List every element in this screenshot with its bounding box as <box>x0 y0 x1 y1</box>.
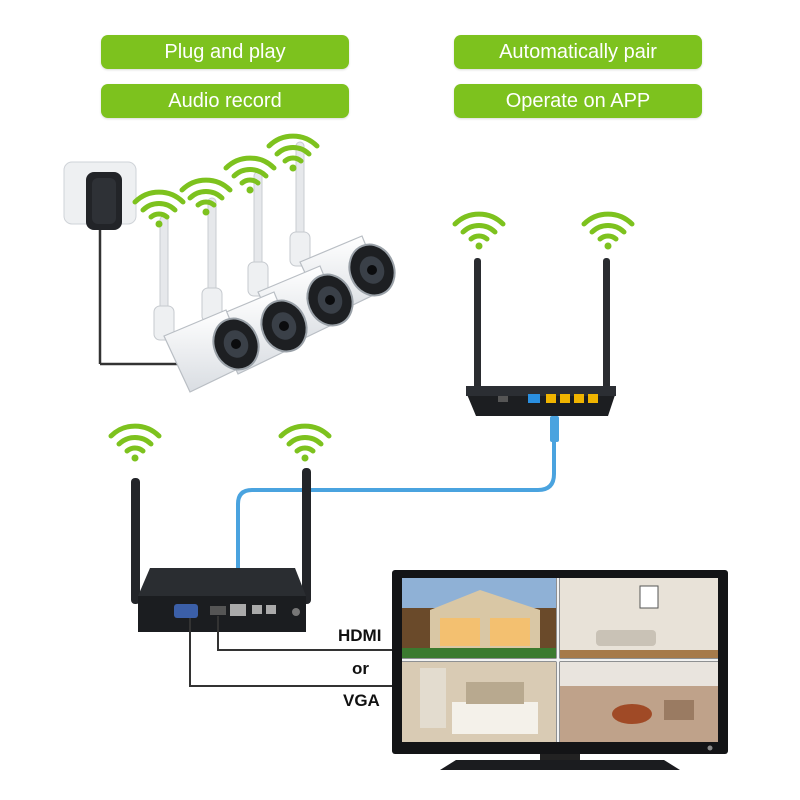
wifi-icon <box>182 180 230 215</box>
wifi-icon <box>226 158 274 193</box>
nvr-icon <box>131 468 311 632</box>
wifi-icon <box>111 426 159 461</box>
camera-group <box>153 141 404 393</box>
wifi-icon <box>135 192 183 227</box>
ethernet-cable <box>236 420 556 600</box>
feature-operate-on-app: Operate on APP <box>454 84 702 118</box>
video-output-lines <box>189 616 392 687</box>
router-icon <box>466 258 616 416</box>
power-adapter-icon <box>63 161 188 366</box>
wifi-icon <box>281 426 329 461</box>
wifi-icon <box>455 214 503 249</box>
hdmi-label: HDMI <box>338 626 382 645</box>
feature-automatically-pair: Automatically pair <box>454 35 702 69</box>
wifi-icon <box>584 214 632 249</box>
or-label: or <box>352 659 369 678</box>
monitor-icon <box>392 570 728 770</box>
feature-audio-record: Audio record <box>101 84 349 118</box>
wifi-icon <box>269 136 317 171</box>
vga-label: VGA <box>343 691 380 710</box>
feature-plug-and-play: Plug and play <box>101 35 349 69</box>
